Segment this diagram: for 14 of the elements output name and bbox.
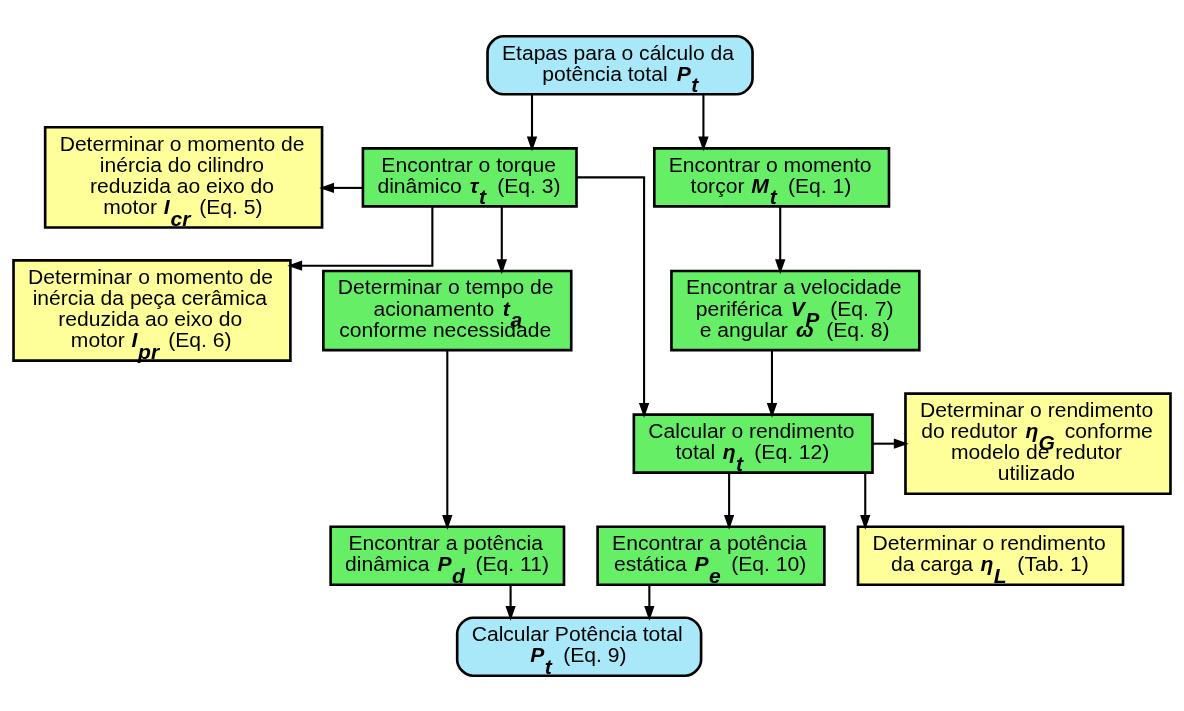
arrow (860, 472, 871, 530)
arrow (505, 584, 516, 621)
arrow (766, 349, 778, 418)
arrow (698, 94, 709, 151)
arrow (319, 182, 363, 193)
arrow (723, 472, 735, 530)
arrow (496, 206, 507, 274)
arrow (526, 94, 538, 151)
arrow (775, 206, 786, 274)
arrow (872, 438, 909, 449)
arrow (576, 175, 650, 418)
arrow (644, 584, 655, 621)
arrow (442, 349, 453, 530)
arrow (287, 206, 434, 271)
